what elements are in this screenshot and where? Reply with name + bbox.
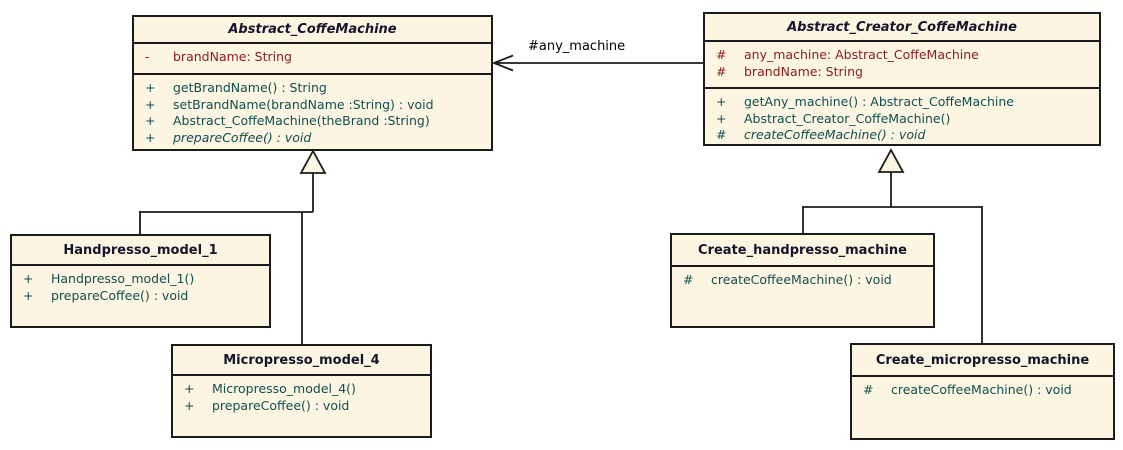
operation-text: prepareCoffee() : void <box>51 287 189 303</box>
attributes-compartment: # any_machine: Abstract_CoffeMachine # b… <box>705 42 1099 89</box>
operation-row: + Handpresso_model_1() <box>20 271 263 288</box>
operation-text: Micropresso_model_4() <box>212 381 356 396</box>
attributes-compartment: - brandName: String <box>134 44 491 75</box>
class-name: Abstract_Creator_CoffeMachine <box>705 14 1099 42</box>
operations-compartment: + getAny_machine() : Abstract_CoffeMachi… <box>705 89 1099 146</box>
operation-row: + getBrandName() : String <box>142 80 485 97</box>
operations-compartment: + Handpresso_model_1() + prepareCoffee()… <box>12 266 269 326</box>
class-name: Create_micropresso_machine <box>852 345 1113 377</box>
operation-row: + setBrandName(brandName :String) : void <box>142 97 485 114</box>
operation-row: + prepareCoffee() : void <box>181 398 424 415</box>
visibility-marker: + <box>184 397 195 413</box>
operation-row: # createCoffeeMachine() : void <box>680 272 927 289</box>
operation-row: + prepareCoffee() : void <box>20 288 263 305</box>
class-name: Micropresso_model_4 <box>173 346 430 376</box>
operations-compartment: + getBrandName() : String + setBrandName… <box>134 75 491 149</box>
operation-row: + Abstract_Creator_CoffeMachine() <box>713 111 1093 128</box>
visibility-marker: + <box>145 129 156 145</box>
class-name: Abstract_CoffeMachine <box>134 17 491 44</box>
operations-compartment: # createCoffeeMachine() : void <box>852 377 1113 438</box>
generalization-left-edges <box>139 149 327 345</box>
attribute-text: brandName: String <box>744 63 863 79</box>
operation-text: setBrandName(brandName :String) : void <box>173 96 434 112</box>
operation-text: prepareCoffee() : void <box>212 397 350 413</box>
generalization-right-edges <box>802 148 983 344</box>
class-micropresso-model-4: Micropresso_model_4 + Micropresso_model_… <box>171 344 432 438</box>
visibility-marker: + <box>145 113 156 128</box>
visibility-marker: # <box>716 63 727 79</box>
class-create-handpresso-machine: Create_handpresso_machine # createCoffee… <box>670 233 935 328</box>
operation-text: createCoffeeMachine() : void <box>891 382 1072 397</box>
attribute-text: any_machine: Abstract_CoffeMachine <box>744 47 979 62</box>
visibility-marker: + <box>23 287 34 303</box>
class-name: Handpresso_model_1 <box>12 236 269 266</box>
operation-text: prepareCoffee() : void <box>173 129 312 145</box>
operations-compartment: + Micropresso_model_4() + prepareCoffee(… <box>173 376 430 436</box>
operation-text: getAny_machine() : Abstract_CoffeMachine <box>744 94 1015 109</box>
visibility-marker: + <box>23 271 34 286</box>
operation-text: Abstract_CoffeMachine(theBrand :String) <box>173 113 430 128</box>
association-any-machine-edge <box>491 54 703 72</box>
operation-row-abstract: # createCoffeeMachine() : void <box>713 127 1093 144</box>
attribute-row: - brandName: String <box>142 49 485 66</box>
class-abstract-coffemachine: Abstract_CoffeMachine - brandName: Strin… <box>132 15 493 151</box>
visibility-marker: # <box>716 47 727 62</box>
visibility-marker: + <box>145 96 156 112</box>
operation-text: createCoffeeMachine() : void <box>744 127 926 142</box>
triangle-arrowhead-icon <box>299 149 327 174</box>
operation-row: + Abstract_CoffeMachine(theBrand :String… <box>142 113 485 130</box>
visibility-marker: + <box>184 381 195 396</box>
attribute-row: # any_machine: Abstract_CoffeMachine <box>713 47 1093 64</box>
association-label-any-machine: #any_machine <box>528 39 626 54</box>
attribute-text: brandName: String <box>173 49 292 64</box>
visibility-marker: + <box>145 80 156 95</box>
class-create-micropresso-machine: Create_micropresso_machine # createCoffe… <box>850 343 1115 440</box>
operation-text: createCoffeeMachine() : void <box>711 272 892 287</box>
operation-row: + Micropresso_model_4() <box>181 381 424 398</box>
visibility-marker: - <box>145 49 150 64</box>
visibility-marker: + <box>716 110 727 126</box>
visibility-marker: # <box>863 382 874 397</box>
operation-row: + getAny_machine() : Abstract_CoffeMachi… <box>713 94 1093 111</box>
operation-text: getBrandName() : String <box>173 80 327 95</box>
attribute-row: # brandName: String <box>713 64 1093 81</box>
operations-compartment: # createCoffeeMachine() : void <box>672 267 933 326</box>
operation-row-abstract: + prepareCoffee() : void <box>142 130 485 147</box>
open-arrowhead-icon <box>491 54 514 72</box>
class-handpresso-model-1: Handpresso_model_1 + Handpresso_model_1(… <box>10 234 271 328</box>
class-name: Create_handpresso_machine <box>672 235 933 267</box>
visibility-marker: # <box>683 272 694 287</box>
operation-text: Handpresso_model_1() <box>51 271 195 286</box>
class-abstract-creator-coffemachine: Abstract_Creator_CoffeMachine # any_mach… <box>703 12 1101 146</box>
triangle-arrowhead-icon <box>877 148 905 173</box>
operation-text: Abstract_Creator_CoffeMachine() <box>744 110 951 126</box>
visibility-marker: + <box>716 94 727 109</box>
operation-row: # createCoffeeMachine() : void <box>860 382 1107 399</box>
visibility-marker: # <box>716 127 727 142</box>
